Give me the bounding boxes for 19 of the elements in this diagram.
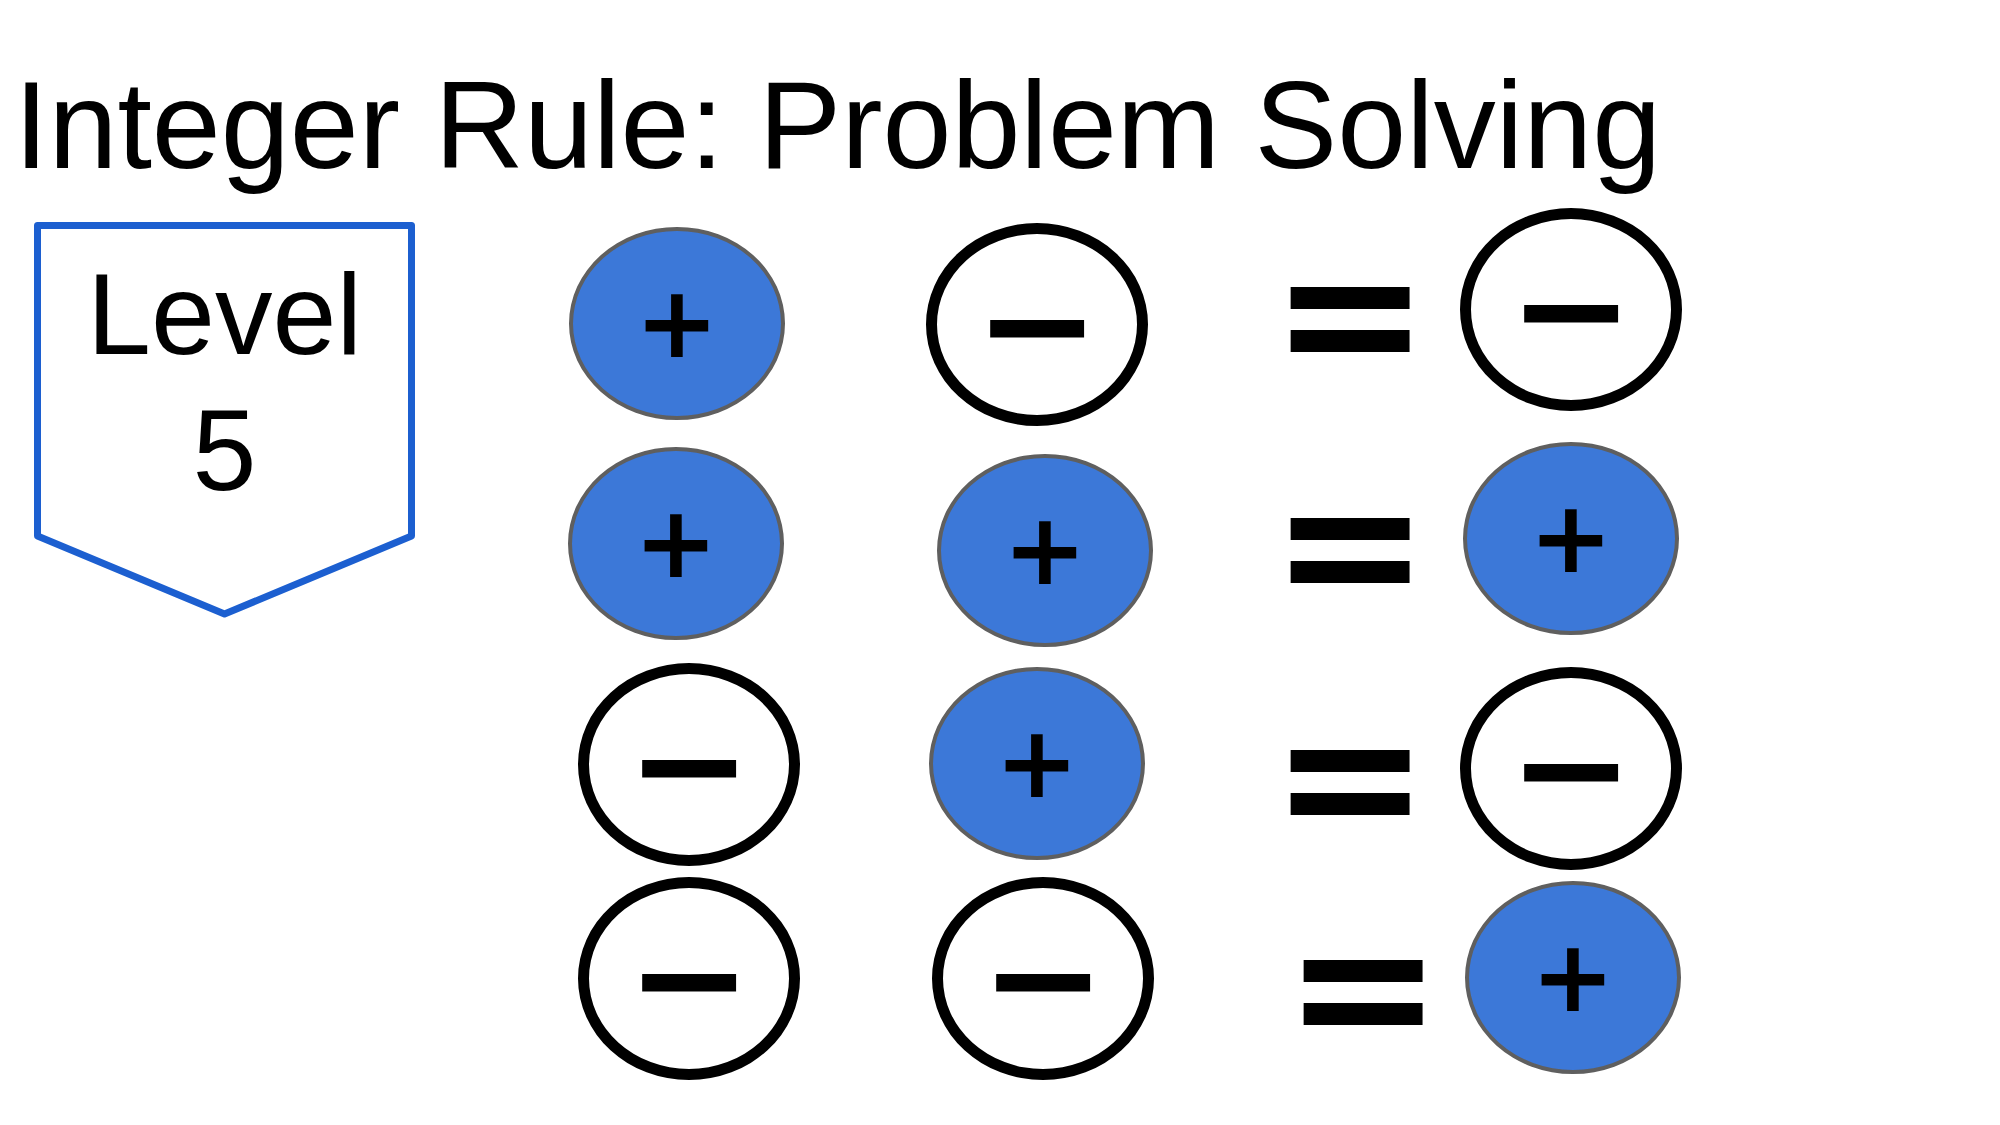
integer-sign: + (1529, 488, 1613, 588)
integer-sign: − (980, 903, 1106, 1053)
integer-sign: + (1531, 927, 1615, 1027)
equals-sign: = (1283, 893, 1443, 1083)
integer-sign: + (635, 273, 719, 373)
integer-sign: − (974, 249, 1100, 399)
integer-sign: + (1003, 500, 1087, 600)
equals-sign: = (1270, 220, 1430, 410)
level-label: Level 5 (86, 249, 363, 516)
integer-sign: − (1508, 234, 1634, 384)
integer-sign: − (1508, 693, 1634, 843)
integer-sign: − (626, 689, 752, 839)
equals-sign: = (1270, 683, 1430, 873)
slide-title: Integer Rule: Problem Solving (14, 55, 1662, 196)
integer-sign: + (634, 493, 718, 593)
pentagon-badge (34, 222, 415, 618)
integer-sign: − (626, 903, 752, 1053)
equals-sign: = (1270, 451, 1430, 641)
integer-sign: + (995, 713, 1079, 813)
